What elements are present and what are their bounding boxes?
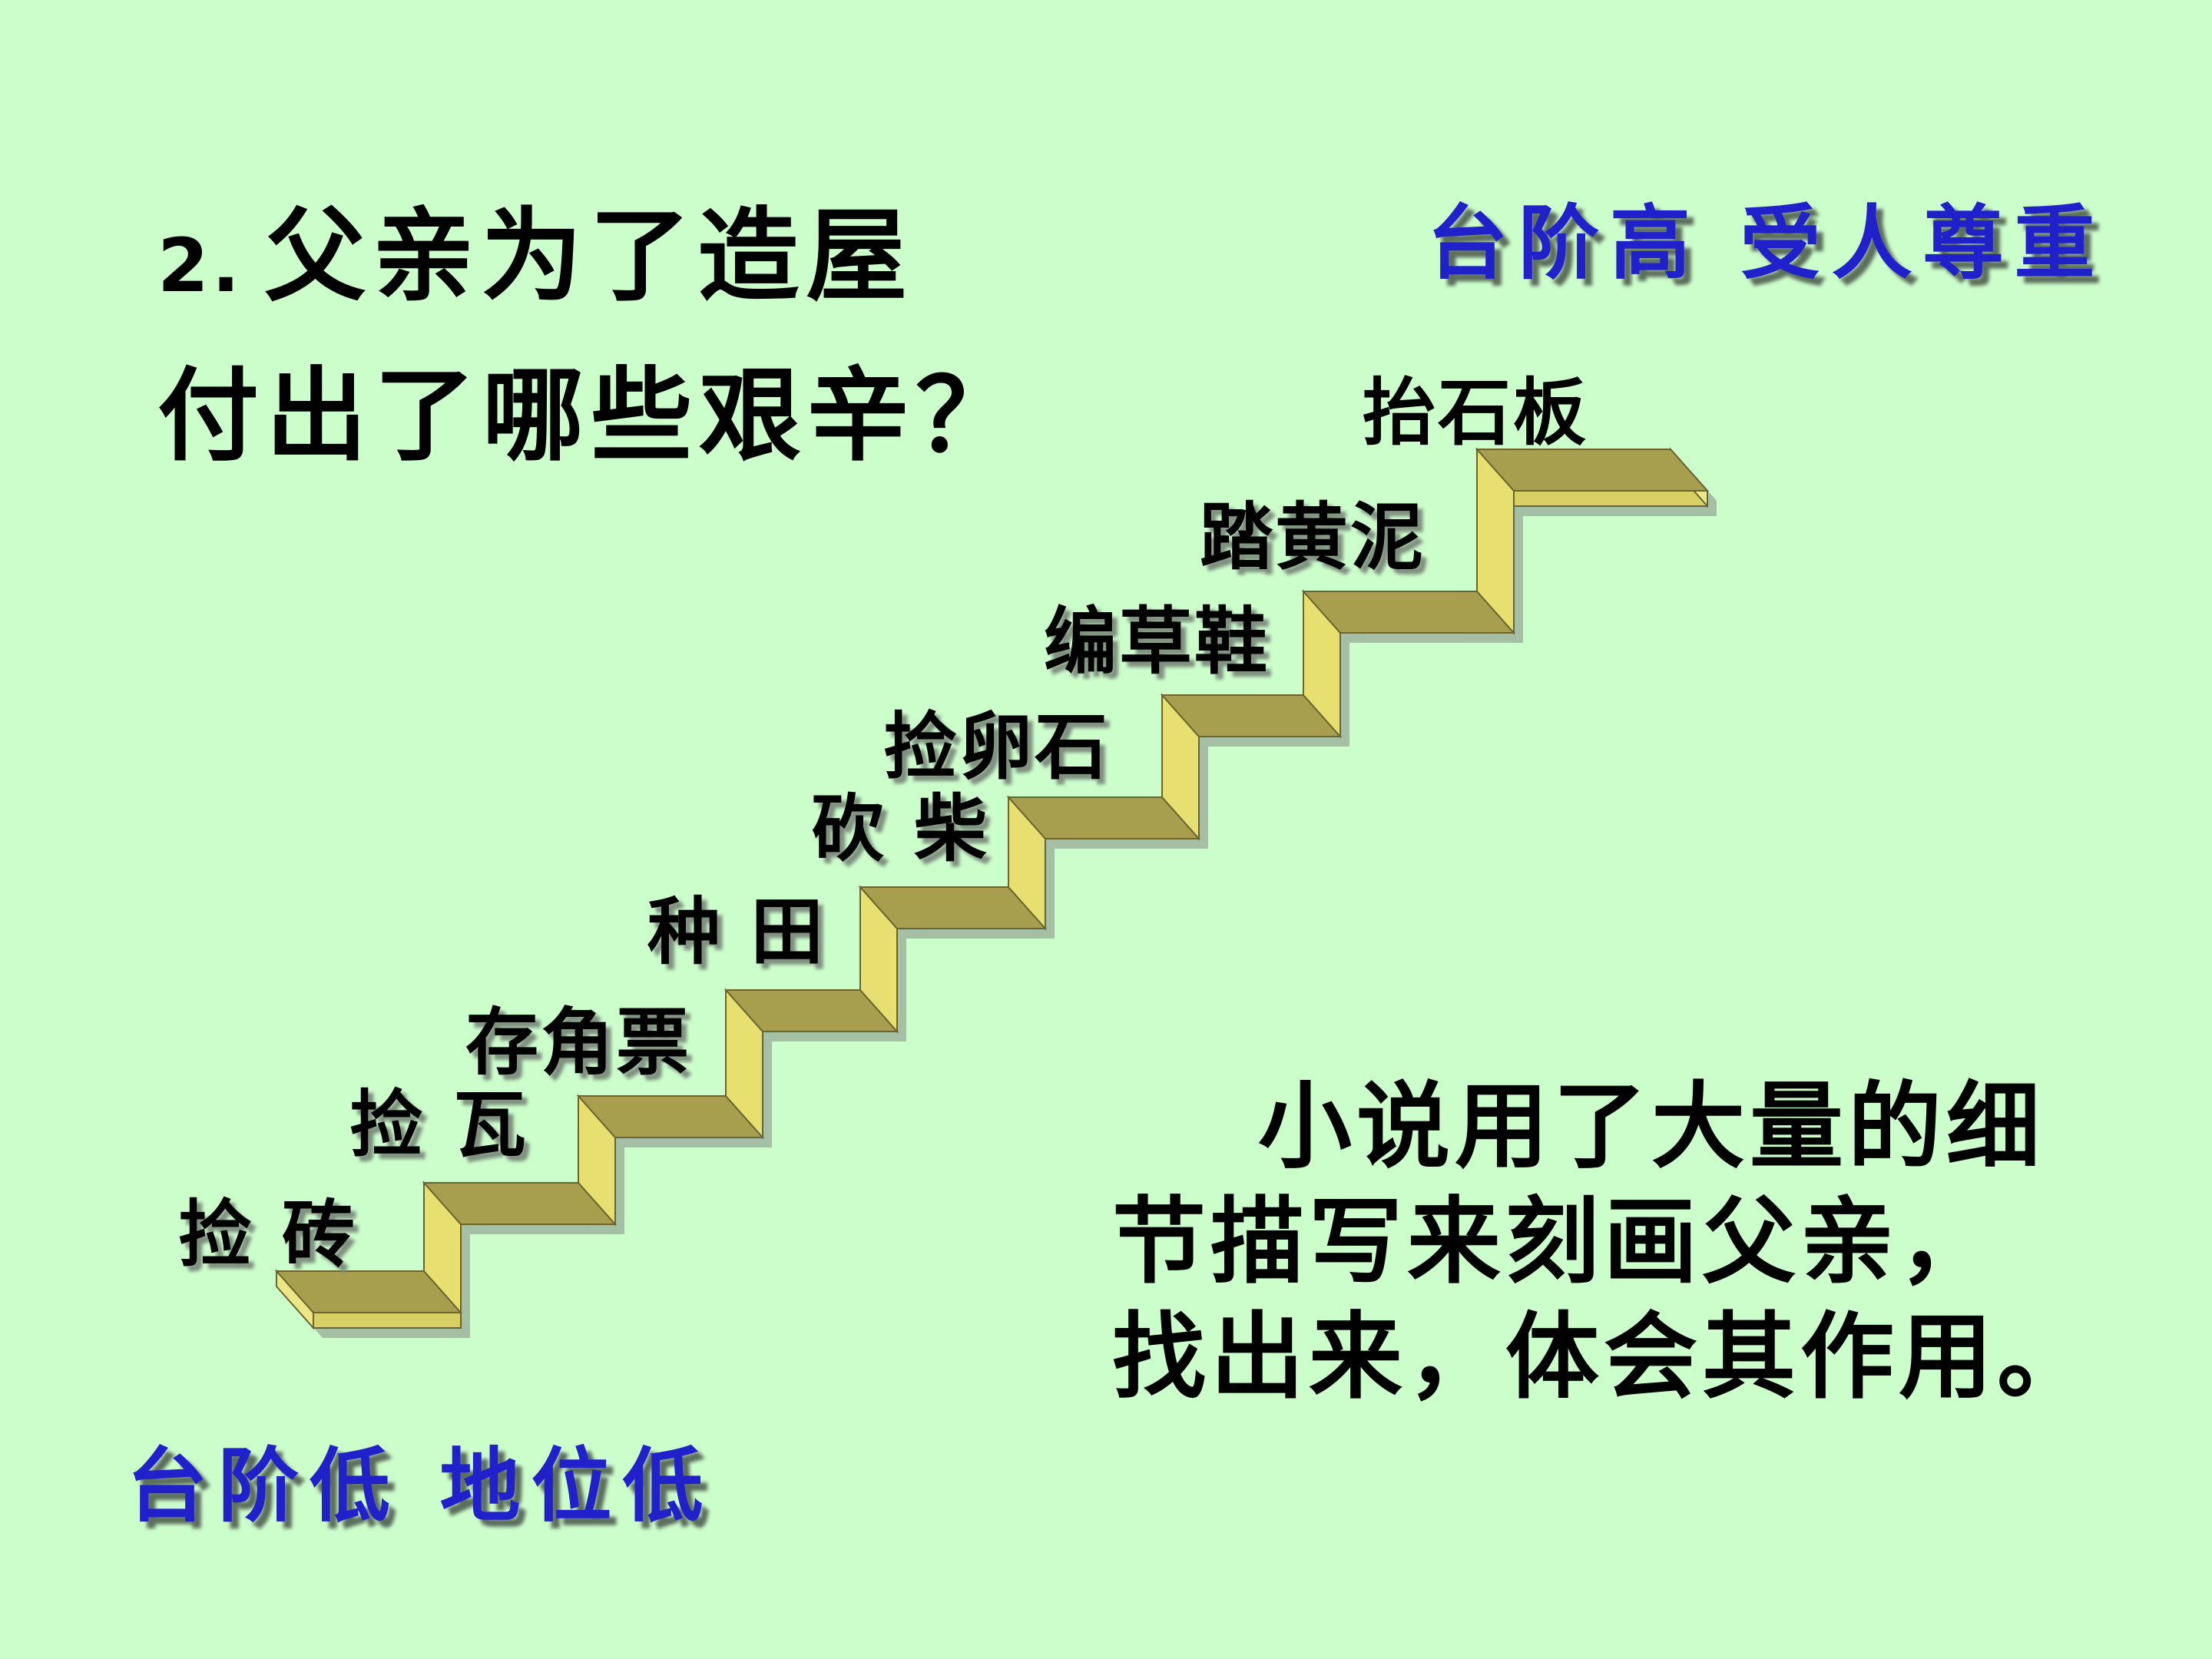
step-label-8: 踏黄泥 (1200, 495, 1426, 580)
title-line1-text: 父亲为了造屋 (264, 197, 915, 316)
step-front-strip-top (1513, 490, 1708, 507)
note-line-1: 小说用了大量的细 (1258, 1072, 2045, 1181)
step-label-2: 捡 瓦 (350, 1083, 528, 1167)
step-front-strip-bottom (313, 1312, 462, 1329)
step-label-9: 抬石板 (1363, 371, 1588, 455)
step-label-7: 编草鞋 (1044, 600, 1270, 684)
title-number: 2. (157, 223, 243, 309)
caption-steps-low: 台阶低 地位低 (127, 1439, 714, 1533)
title-line-1: 2.父亲为了造屋 (157, 192, 1024, 352)
step-label-5: 砍 柴 (811, 787, 989, 872)
step-label-6: 捡卵石 (884, 705, 1110, 790)
page-title: 2.父亲为了造屋 付出了哪些艰辛？ (157, 192, 1024, 481)
step-label-4: 种 田 (647, 890, 826, 975)
staircase-steps (274, 447, 1710, 1330)
step-label-1: 捡 砖 (179, 1193, 357, 1277)
step-label-3: 存角票 (465, 1001, 691, 1085)
note-line-2: 节描写来刻画父亲， (1112, 1187, 1997, 1296)
note-line-3: 找出来，体会其作用。 (1112, 1303, 2095, 1412)
note-paragraph: 小说用了大量的细 节描写来刻画父亲， 找出来，体会其作用。 (1112, 1069, 2134, 1415)
step-tread-9 (1475, 449, 1710, 492)
caption-steps-high: 台阶高 受人尊重 (1427, 197, 2106, 290)
title-line2-text: 付出了哪些艰辛？ (157, 357, 1024, 475)
